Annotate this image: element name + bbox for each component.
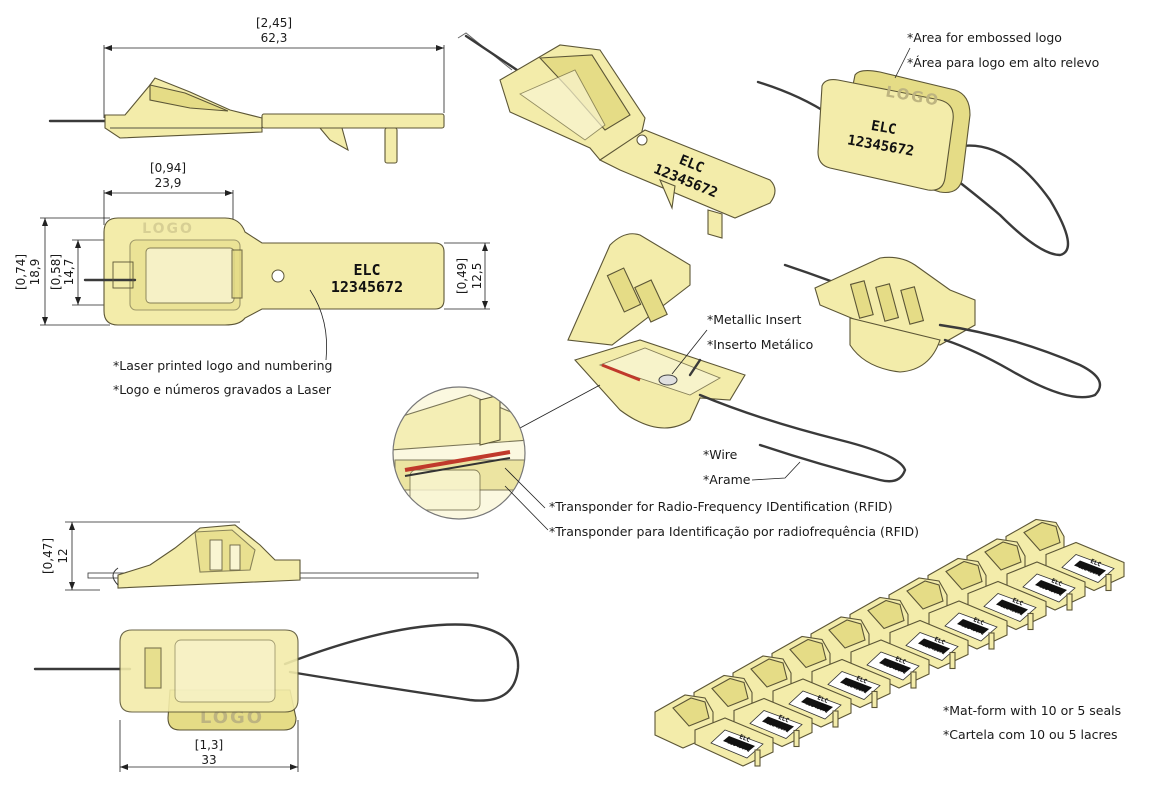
note-insert-pt: *Inserto Metálico	[707, 337, 813, 352]
side-view-lower: [0,47] 12	[41, 521, 479, 591]
dim-inner-height-in: [0,58]	[49, 254, 63, 290]
note-logo-area-pt: *Área para logo em alto relevo	[907, 55, 1099, 70]
dim-plan-width-in: [0,94]	[150, 161, 186, 175]
bottom-view: LOGO [1,3] 33	[33, 623, 520, 772]
mat-seal-brand: ELC	[855, 675, 868, 686]
mat-seal-brand: ELC	[738, 733, 751, 744]
mat-seal-brand: ELC	[933, 636, 946, 647]
mat-seal-brand: ELC	[1050, 577, 1063, 588]
mat-seal-brand: ELC	[1089, 558, 1102, 569]
note-wire-en: *Wire	[703, 447, 738, 462]
plan-view: [0,94] 23,9 [0,74] 18,9 [0,58] 14,7 LOGO…	[14, 161, 490, 397]
dim-plan-width-mm: 23,9	[155, 176, 182, 190]
dim-top-length-mm: 62,3	[261, 31, 288, 45]
note-logo-area-en: *Area for embossed logo	[907, 30, 1062, 45]
note-matform-pt: *Cartela com 10 ou 5 lacres	[943, 727, 1118, 742]
dim-top-length-in: [2,45]	[256, 16, 292, 30]
loop-brand-text: ELC	[870, 118, 898, 138]
mat-seal-brand: ELC	[816, 694, 829, 705]
dim-side-height-in: [0,47]	[41, 538, 55, 574]
dim-bottom-width-mm: 33	[201, 753, 216, 767]
dim-side-height-mm: 12	[56, 548, 70, 563]
note-wire-pt: *Arame	[703, 472, 751, 487]
side-view-top: [2,45] 62,3	[48, 16, 445, 164]
seal-iso-view: ELC 12345672	[457, 32, 776, 239]
note-laser-en: *Laser printed logo and numbering	[113, 358, 332, 373]
dim-plan-height-mm: 18,9	[28, 259, 42, 286]
dim-bottom-width-in: [1,3]	[195, 738, 223, 752]
dim-plan-height-in: [0,74]	[14, 254, 28, 290]
rfid-detail-view: *Transponder for Radio-Frequency IDentif…	[392, 384, 919, 539]
open-seal-view: *Metallic Insert *Inserto Metálico *Wire…	[567, 233, 907, 487]
dim-tab-height-in: [0,49]	[455, 258, 469, 294]
plan-logo-text: LOGO	[142, 221, 194, 237]
mat-seal-brand: ELC	[894, 655, 907, 666]
note-matform-en: *Mat-form with 10 or 5 seals	[943, 703, 1121, 718]
mat-seal-brand: ELC	[1011, 597, 1024, 608]
mat-seal-brand: ELC	[777, 714, 790, 725]
note-insert-en: *Metallic Insert	[707, 312, 802, 327]
note-rfid-en: *Transponder for Radio-Frequency IDentif…	[549, 499, 893, 514]
note-laser-pt: *Logo e números gravados a Laser	[113, 382, 332, 397]
note-rfid-pt: *Transponder para Identificação por radi…	[549, 524, 919, 539]
mat-seal-brand: ELC	[972, 616, 985, 627]
mat-form-view: ELC12345672ELC12345672ELC12345672ELC1234…	[654, 518, 1125, 767]
dim-tab-height-mm: 12,5	[470, 263, 484, 290]
right-open-seal-view	[783, 256, 1102, 399]
seal-with-loop-view: LOGO ELC 12345672 *Area for embossed log…	[756, 30, 1099, 257]
plan-number-text: 12345672	[331, 278, 403, 296]
plan-brand-text: ELC	[353, 261, 380, 279]
dim-inner-height-mm: 14,7	[62, 259, 76, 286]
